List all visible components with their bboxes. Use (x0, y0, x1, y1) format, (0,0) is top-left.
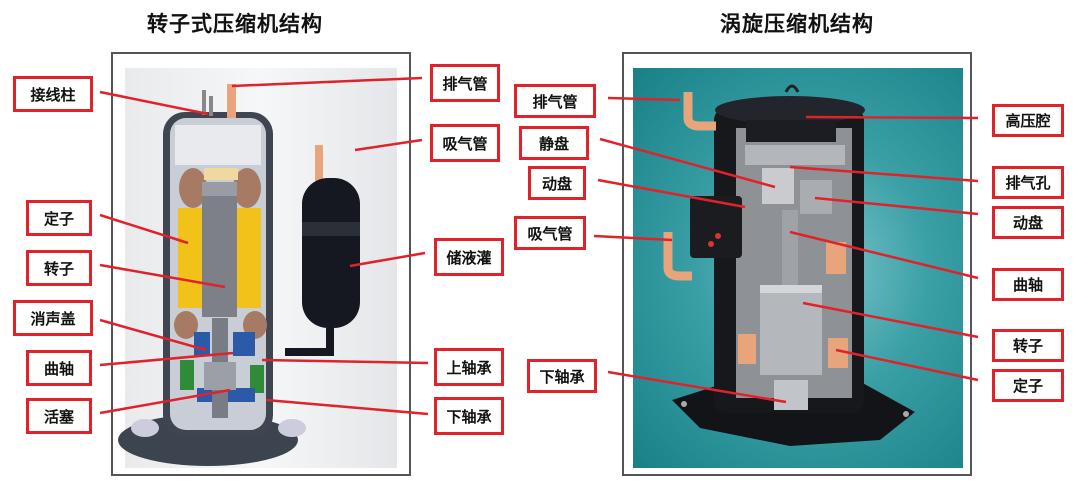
label-stator-scroll: 定子 (992, 369, 1064, 402)
label-rotor: 转子 (26, 250, 92, 286)
rotary-compressor-title: 转子式压缩机结构 (147, 12, 323, 36)
label-discharge-port: 排气孔 (992, 166, 1064, 199)
label-orbiting-scroll-right: 动盘 (992, 206, 1064, 239)
label-discharge-pipe-rotary: 排气管 (430, 64, 500, 102)
label-accumulator: 储液灌 (434, 238, 504, 276)
label-crankshaft: 曲轴 (26, 350, 92, 386)
label-orbiting-scroll-left: 动盘 (528, 166, 586, 200)
rotary-compressor-photo (125, 68, 397, 468)
scroll-compressor-photo (633, 68, 963, 468)
label-terminal: 接线柱 (13, 76, 93, 112)
label-rotor-scroll: 转子 (992, 329, 1064, 362)
label-lower-bearing-scroll: 下轴承 (527, 359, 597, 393)
label-suction-pipe-scroll: 吸气管 (514, 216, 586, 250)
label-suction-pipe-rotary: 吸气管 (430, 124, 500, 162)
label-high-pressure-chamber: 高压腔 (992, 104, 1064, 137)
label-crankshaft-scroll: 曲轴 (992, 268, 1064, 301)
scroll-compressor-title: 涡旋压缩机结构 (720, 12, 874, 36)
label-muffler-cover: 消声盖 (13, 300, 93, 336)
label-piston: 活塞 (26, 398, 92, 434)
label-lower-bearing-rotary: 下轴承 (434, 397, 504, 435)
label-stator: 定子 (26, 200, 92, 236)
label-upper-bearing: 上轴承 (434, 348, 504, 386)
label-discharge-pipe-scroll: 排气管 (514, 84, 596, 118)
label-fixed-scroll: 静盘 (519, 126, 589, 160)
